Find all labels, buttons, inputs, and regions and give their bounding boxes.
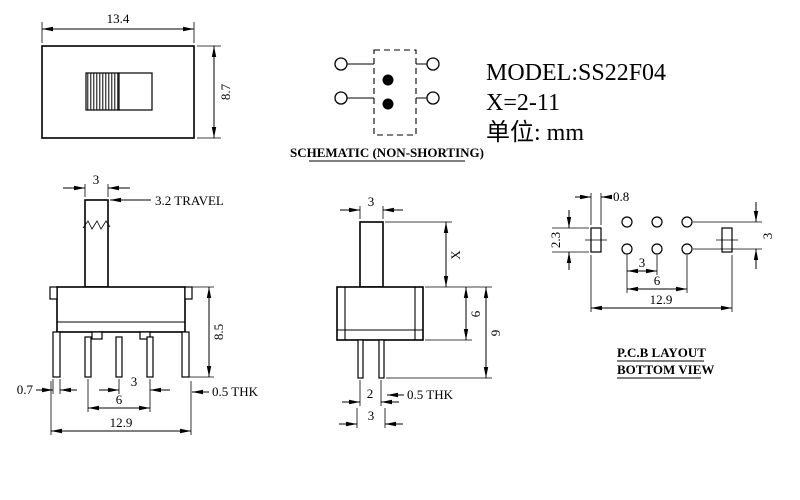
dim-pcb-hole-pitch: 3 — [626, 255, 658, 293]
dim-pcb-row-pitch: 3 — [693, 202, 775, 269]
dim-front-total-width: 12.9 — [50, 381, 192, 435]
pcb-caption-line2: BOTTOM VIEW — [617, 362, 714, 377]
dim-label-top-width: 13.4 — [107, 11, 130, 26]
pcb-hole — [681, 243, 693, 255]
terminal-circle — [334, 91, 348, 105]
front-body — [56, 286, 186, 333]
dim-pcb-slot-height: 2.3 — [548, 210, 589, 270]
front-pin — [146, 336, 154, 378]
dim-label-side-total-height: 9 — [488, 330, 503, 337]
pcb-caption-line1: P.C.B LAYOUT — [617, 345, 706, 360]
dim-label-side-body-height: 6 — [468, 310, 483, 317]
dim-label-side-knob-width: 3 — [368, 194, 375, 209]
pcb-hole — [651, 216, 663, 228]
schematic-slider-enclosure — [373, 49, 417, 136]
x-range: X=2-11 — [486, 90, 560, 116]
front-tab — [91, 331, 103, 340]
dim-front-travel: 3.2 TRAVEL — [110, 193, 224, 208]
pcb-layout-view: 0.8 2.3 3 3 6 — [548, 189, 775, 379]
terminal-circle — [426, 57, 440, 71]
dim-pcb-hole-span: 6 — [627, 255, 688, 293]
dim-side-total-height: 9 — [386, 287, 503, 379]
terminal-circle — [426, 91, 440, 105]
front-pin — [115, 336, 123, 378]
front-knob — [84, 199, 109, 288]
front-tab — [139, 331, 151, 340]
schematic-view: SCHEMATIC (NON-SHORTING) — [290, 49, 484, 162]
pcb-hole — [651, 243, 663, 255]
dim-label-pcb-total-width: 12.9 — [650, 292, 673, 307]
side-body — [336, 286, 424, 341]
dim-label-pcb-hole-pitch: 3 — [639, 255, 646, 270]
top-view: 13.4 8.7 — [41, 11, 233, 139]
dim-label-side-knob-height: X — [448, 250, 463, 260]
front-ear-left — [49, 286, 58, 300]
front-mount-leg-right — [181, 331, 190, 378]
dim-label-side-thickness: 0.5 THK — [407, 387, 454, 402]
dim-top-height: 8.7 — [197, 45, 233, 139]
front-ear-right — [184, 286, 193, 300]
side-knob — [359, 221, 384, 288]
side-pin — [357, 339, 364, 379]
dim-pcb-total-width: 12.9 — [590, 255, 733, 312]
dim-label-side-pin-gap: 2 — [367, 386, 374, 401]
dim-label-front-thickness: 0.5 THK — [212, 384, 259, 399]
terminal-circle — [334, 57, 348, 71]
title-block: MODEL:SS22F04 X=2-11 单位: mm — [486, 60, 666, 146]
pcb-hole — [621, 243, 633, 255]
dim-label-pcb-row-pitch: 3 — [760, 233, 775, 240]
dim-label-front-pin-span: 6 — [116, 392, 123, 407]
dim-front-knob-width: 3 — [63, 172, 130, 197]
dim-label-front-height: 8.5 — [211, 324, 226, 340]
contact-dot — [382, 74, 394, 86]
top-view-knob-serrated — [85, 72, 120, 111]
dim-label-front-pin-pitch: 3 — [131, 374, 138, 389]
schematic-caption: SCHEMATIC (NON-SHORTING) — [290, 145, 484, 160]
unit-note: 单位: mm — [486, 119, 584, 146]
dim-side-thickness: 0.5 THK — [387, 387, 454, 402]
dim-label-pcb-hole-span: 6 — [654, 273, 661, 288]
front-mount-leg-left — [52, 331, 61, 378]
dim-side-pin-gap: 2 — [342, 380, 399, 406]
dim-side-knob-width: 3 — [340, 194, 403, 219]
dim-top-width: 13.4 — [41, 11, 195, 43]
dim-side-knob-height: X — [385, 221, 492, 288]
dim-label-top-height: 8.7 — [218, 83, 233, 100]
dim-label-front-total-width: 12.9 — [110, 415, 133, 430]
dim-front-height: 8.5 — [187, 286, 226, 378]
dim-front-pin-width: 0.7 — [17, 379, 77, 397]
contact-dot — [382, 98, 394, 110]
dim-side-body-height: 6 — [425, 287, 483, 341]
break-line — [82, 220, 111, 230]
dim-side-pin-span: 3 — [339, 408, 403, 428]
side-view: 3 X 6 9 2 3 — [336, 194, 503, 428]
dim-label-pcb-slot-width: 0.8 — [613, 189, 629, 204]
front-pin — [84, 336, 92, 378]
dim-label-side-pin-span: 3 — [368, 408, 375, 423]
pcb-hole — [681, 216, 693, 228]
dim-label-pcb-slot-height: 2.3 — [548, 232, 563, 248]
model-number: MODEL:SS22F04 — [486, 60, 666, 86]
side-pin — [378, 339, 385, 379]
dim-pcb-slot-width: 0.8 — [575, 189, 629, 225]
front-view: 3 3.2 TRAVEL 0.7 3 6 1 — [17, 172, 259, 435]
pcb-hole — [621, 216, 633, 228]
dim-front-pin-span: 6 — [87, 379, 150, 412]
dim-label-front-travel: 3.2 TRAVEL — [155, 193, 224, 208]
dim-front-thickness: 0.5 THK — [192, 384, 259, 399]
top-view-knob-plain — [118, 72, 153, 111]
dim-label-front-knob-width: 3 — [93, 172, 100, 187]
dim-label-front-pin-width: 0.7 — [17, 382, 34, 397]
dim-front-pin-pitch: 3 — [99, 374, 170, 412]
